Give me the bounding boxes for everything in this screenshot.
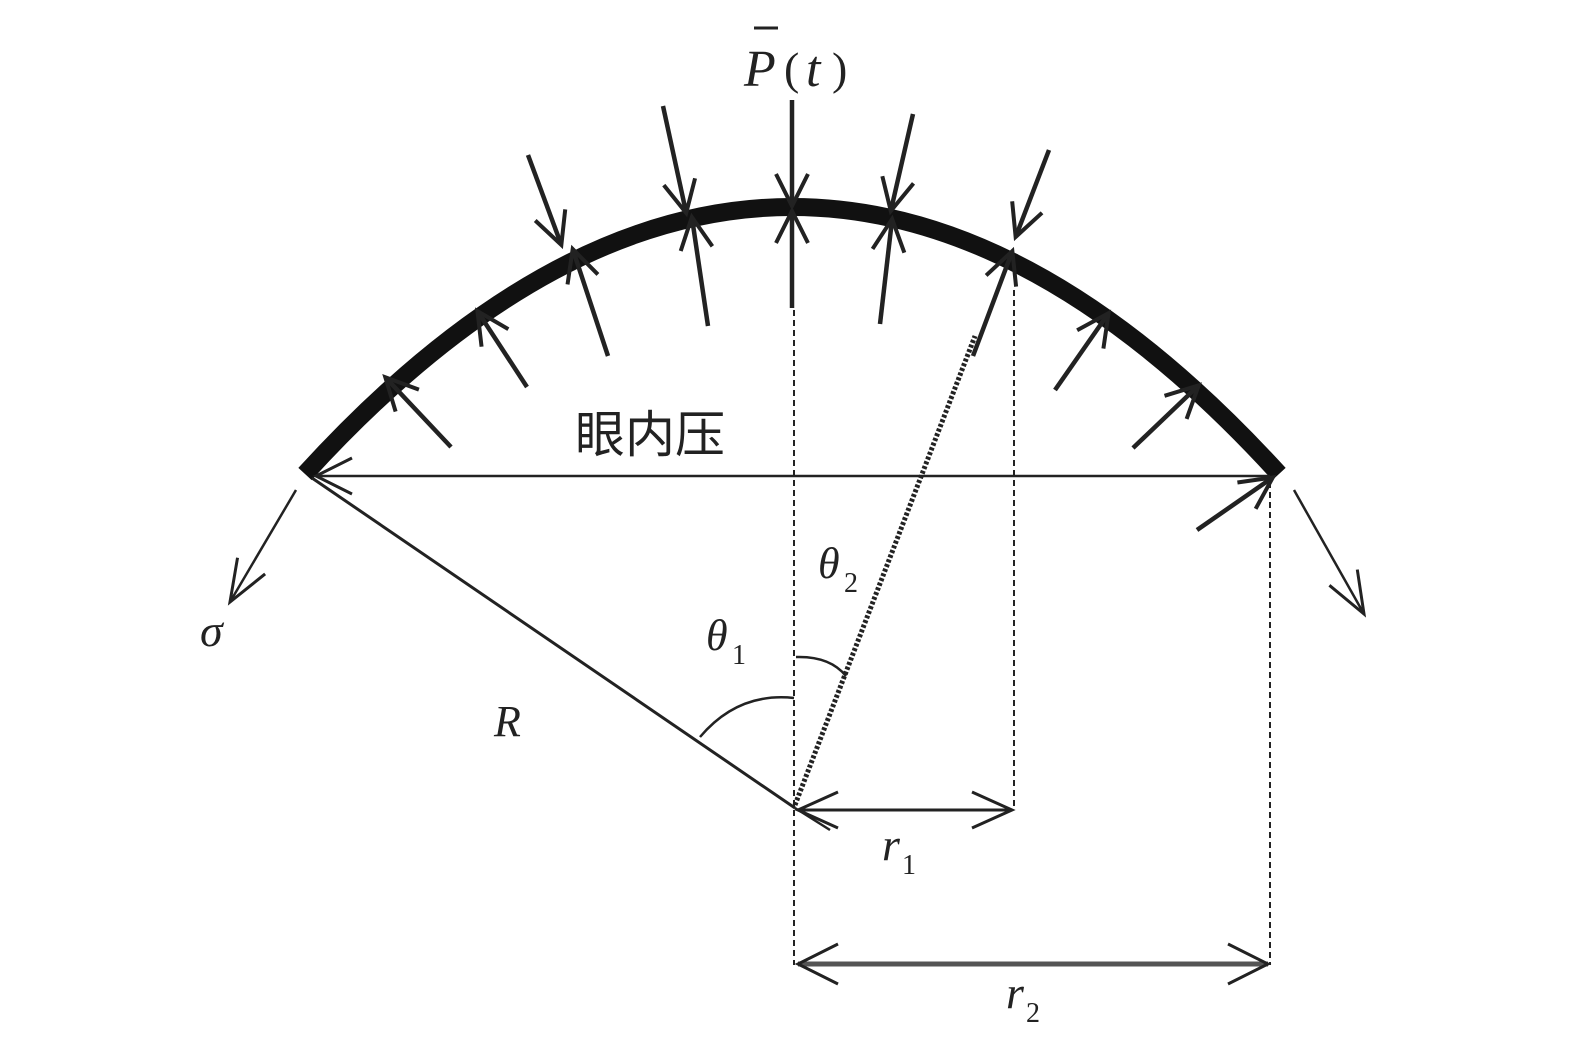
iop-arrow bbox=[475, 307, 529, 389]
theta2-label: θ 2 bbox=[818, 539, 858, 599]
pressure-close-paren: ) bbox=[832, 43, 847, 94]
iop-arrow bbox=[678, 212, 715, 327]
iop-arrow bbox=[382, 374, 453, 449]
theta1-subscript: 1 bbox=[732, 640, 746, 671]
pressure-var: t bbox=[806, 41, 822, 98]
pressure-arrow bbox=[1010, 149, 1052, 242]
theta2-angle-arc bbox=[795, 655, 847, 677]
iop-arrow bbox=[870, 214, 907, 325]
radius-line bbox=[311, 476, 796, 810]
theta2-dotted-line bbox=[792, 335, 978, 806]
r2-subscript: 2 bbox=[1026, 998, 1040, 1029]
r2-symbol: r bbox=[1006, 967, 1025, 1018]
theta2-symbol: θ bbox=[818, 539, 840, 588]
r1-subscript: 1 bbox=[902, 850, 916, 881]
r1-arrowhead-left bbox=[794, 790, 839, 830]
pressure-arrow bbox=[525, 154, 568, 250]
r2-label: r 2 bbox=[1006, 967, 1040, 1029]
theta2-subscript: 2 bbox=[844, 568, 858, 599]
stress-arrow-left bbox=[227, 489, 298, 606]
pressure-symbol: P bbox=[743, 41, 776, 98]
internal-pressure-arrows bbox=[382, 206, 1277, 532]
radius-label: R bbox=[493, 697, 521, 746]
external-pressure-arrows bbox=[525, 100, 1052, 250]
theta1-angle-arc bbox=[699, 696, 795, 738]
inner-pressure-label: 眼内压 bbox=[575, 406, 725, 464]
chord-arrowhead-left bbox=[312, 456, 353, 496]
stress-label: σ bbox=[200, 605, 225, 656]
r2-arrowhead-left bbox=[794, 942, 839, 986]
pressure-arrow bbox=[880, 113, 916, 216]
r2-arrowhead-right bbox=[1227, 942, 1272, 986]
iop-arrow bbox=[970, 246, 1019, 357]
iop-arrow bbox=[1131, 382, 1202, 450]
theta1-symbol: θ bbox=[706, 611, 728, 660]
r1-label: r 1 bbox=[882, 819, 916, 881]
pressure-arrow bbox=[660, 105, 698, 218]
pressure-open-paren: ( bbox=[784, 43, 799, 94]
pressure-label: P ( t ) bbox=[743, 26, 847, 98]
r1-arrowhead-right bbox=[971, 790, 1016, 830]
iop-arrow bbox=[1195, 474, 1277, 532]
r1-symbol: r bbox=[882, 819, 901, 870]
theta1-label: θ 1 bbox=[706, 611, 746, 671]
stress-arrow-right bbox=[1292, 489, 1367, 618]
iop-arrow bbox=[565, 244, 611, 357]
iop-arrow bbox=[1053, 309, 1112, 392]
